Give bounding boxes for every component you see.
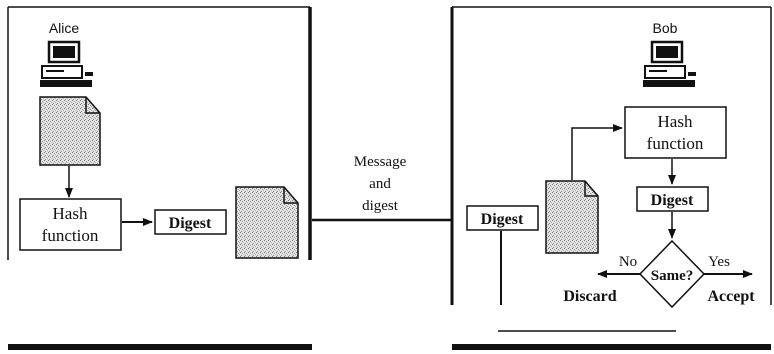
channel-label-line2: and bbox=[369, 176, 391, 192]
yes-label: Yes bbox=[708, 254, 730, 270]
alice-label: Alice bbox=[49, 20, 80, 36]
no-label: No bbox=[619, 254, 637, 270]
bob-hash-line1: Hash bbox=[658, 112, 693, 131]
bob-computed-digest-label: Digest bbox=[651, 192, 694, 209]
arrow-doc-to-hash-bob bbox=[571, 124, 623, 180]
bob-received-digest-label: Digest bbox=[481, 211, 524, 228]
bob-computer-icon bbox=[643, 40, 696, 87]
bob-panel bbox=[450, 6, 772, 350]
channel-label-line1: Message bbox=[354, 154, 407, 170]
bob-label: Bob bbox=[653, 20, 678, 36]
alice-hash-line2: function bbox=[42, 226, 99, 245]
bob-received-digest-box: Digest bbox=[466, 205, 539, 231]
alice-hash-function-box: Hash function bbox=[19, 198, 122, 251]
accept-label: Accept bbox=[707, 288, 755, 305]
bob-hash-line2: function bbox=[647, 134, 704, 153]
discard-label: Discard bbox=[563, 288, 616, 305]
bob-computed-digest-box: Digest bbox=[636, 186, 709, 212]
alice-digest-box: Digest bbox=[154, 209, 227, 235]
alice-outgoing-document-icon bbox=[235, 186, 299, 259]
decision-label: Same? bbox=[651, 268, 694, 284]
alice-panel bbox=[7, 6, 312, 350]
channel-label-line3: digest bbox=[362, 198, 399, 214]
comparison-decision-diamond: Same? bbox=[638, 239, 706, 309]
alice-message-document-icon bbox=[39, 96, 101, 166]
alice-digest-label: Digest bbox=[169, 215, 212, 232]
alice-hash-line1: Hash bbox=[53, 204, 88, 223]
alice-computer-icon bbox=[40, 40, 93, 87]
bob-received-document-icon bbox=[545, 180, 599, 254]
bob-hash-function-box: Hash function bbox=[624, 106, 727, 159]
